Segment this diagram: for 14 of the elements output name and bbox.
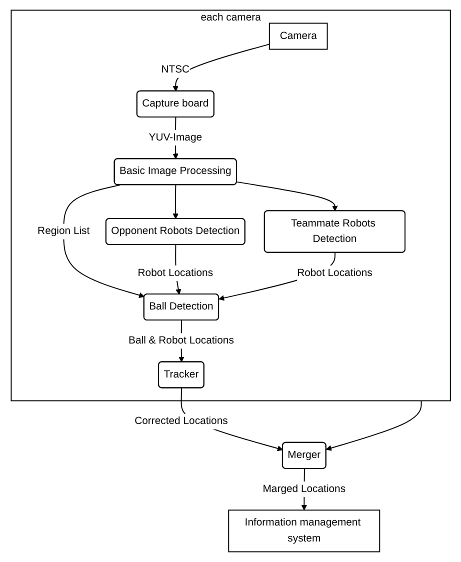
arrow (326, 400, 422, 451)
edge-label: Marged Locations (262, 483, 346, 494)
edge-label: Robot Locations (137, 267, 213, 278)
edge-label: YUV-Image (148, 132, 202, 143)
edge-label: NTSC (160, 64, 190, 76)
arrow (236, 181, 338, 212)
arrow (172, 184, 178, 220)
edge-label: Region List (37, 226, 90, 237)
edge-label: Robot Locations (296, 267, 372, 278)
edge-label: Ball & Robot Locations (128, 335, 234, 346)
arrow (62, 184, 144, 298)
node-box: Camera (268, 22, 328, 50)
node-box: Information management system (228, 510, 380, 552)
edge-label: Corrected Locations (134, 416, 228, 427)
